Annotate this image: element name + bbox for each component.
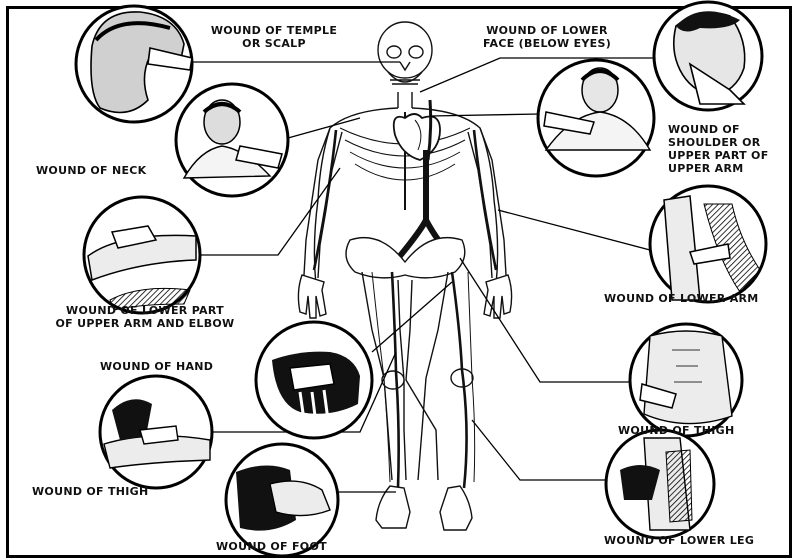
leader-neck (288, 118, 360, 138)
label-neck: WOUND OF NECK (36, 164, 147, 177)
label-elbow: WOUND OF LOWER PART OF UPPER ARM AND ELB… (20, 304, 270, 330)
hand-left-icon (484, 275, 512, 318)
leader-lower-leg (472, 420, 620, 480)
body-figure (298, 22, 511, 530)
knee-right (382, 371, 404, 389)
heart-icon (394, 114, 440, 160)
torso-icon (644, 331, 732, 424)
neck-outline (398, 92, 412, 108)
vignette-hand (256, 322, 372, 438)
label-lower-arm: WOUND OF LOWER ARM (604, 292, 759, 305)
label-thigh-left: WOUND OF THIGH (32, 485, 149, 498)
hands-thigh-icon (140, 426, 178, 444)
leader-lower-arm (498, 210, 650, 250)
vignette-shoulder (538, 60, 654, 176)
vignette-lower-arm (650, 186, 766, 302)
vignette-elbow (84, 197, 200, 313)
label-temple: WOUND OF TEMPLE OR SCALP (194, 24, 354, 50)
pelvis (346, 238, 465, 278)
vignette-thigh-left (100, 376, 212, 488)
label-thigh-right: WOUND OF THIGH (618, 424, 735, 437)
vignette-thigh-right (630, 324, 742, 436)
leader-thigh-right (460, 258, 630, 382)
label-hand: WOUND OF HAND (100, 360, 213, 373)
vignette-lower-leg (606, 430, 714, 538)
label-lower-leg: WOUND OF LOWER LEG (604, 534, 754, 547)
vignette-temple (76, 6, 192, 122)
hand-right-icon (298, 275, 326, 318)
arm-right-outline (304, 128, 342, 278)
vignette-neck (176, 84, 288, 196)
label-shoulder: WOUND OF SHOULDER OR UPPER PART OF UPPER… (668, 123, 769, 175)
leader-shoulder (430, 114, 540, 116)
label-lower-face: WOUND OF LOWER FACE (BELOW EYES) (452, 24, 642, 50)
vignette-lower-face (654, 2, 762, 110)
label-foot: WOUND OF FOOT (216, 540, 327, 553)
foot-left-icon (440, 486, 472, 530)
skull-icon (378, 22, 432, 84)
